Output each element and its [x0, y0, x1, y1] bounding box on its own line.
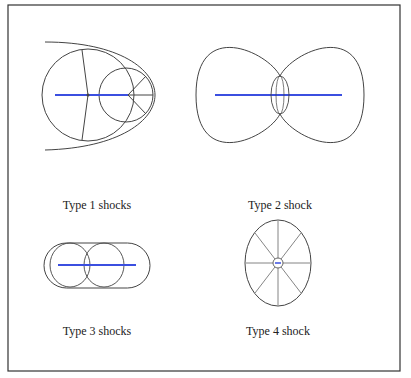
shock-circle [42, 49, 134, 141]
center-dot [87, 94, 90, 97]
normal-line [82, 95, 88, 140]
center-circle [273, 258, 283, 268]
blue-segment [55, 94, 128, 96]
peanut-shock [196, 47, 364, 142]
frame-border [8, 5, 400, 371]
normal-line [82, 50, 88, 95]
parabolic-shock [45, 42, 155, 150]
shock-ellipse [276, 76, 284, 114]
blue-segment [215, 94, 342, 96]
type1-figure [42, 42, 155, 150]
blue-segment [58, 264, 136, 266]
normal-line [128, 95, 153, 96]
shock-ellipse [271, 76, 289, 114]
figure-caption: Type 1 shocks [63, 198, 131, 212]
normal-line [128, 76, 146, 95]
figure-caption: Type 2 shock [248, 198, 312, 212]
radial-lines [246, 221, 310, 305]
capsule-shock [44, 243, 150, 288]
ellipsoid-shock [245, 220, 311, 306]
blue-segment [275, 262, 281, 264]
normal-line [128, 95, 146, 114]
figure-caption: Type 4 shock [246, 324, 310, 338]
figure-caption: Type 3 shocks [63, 324, 131, 338]
